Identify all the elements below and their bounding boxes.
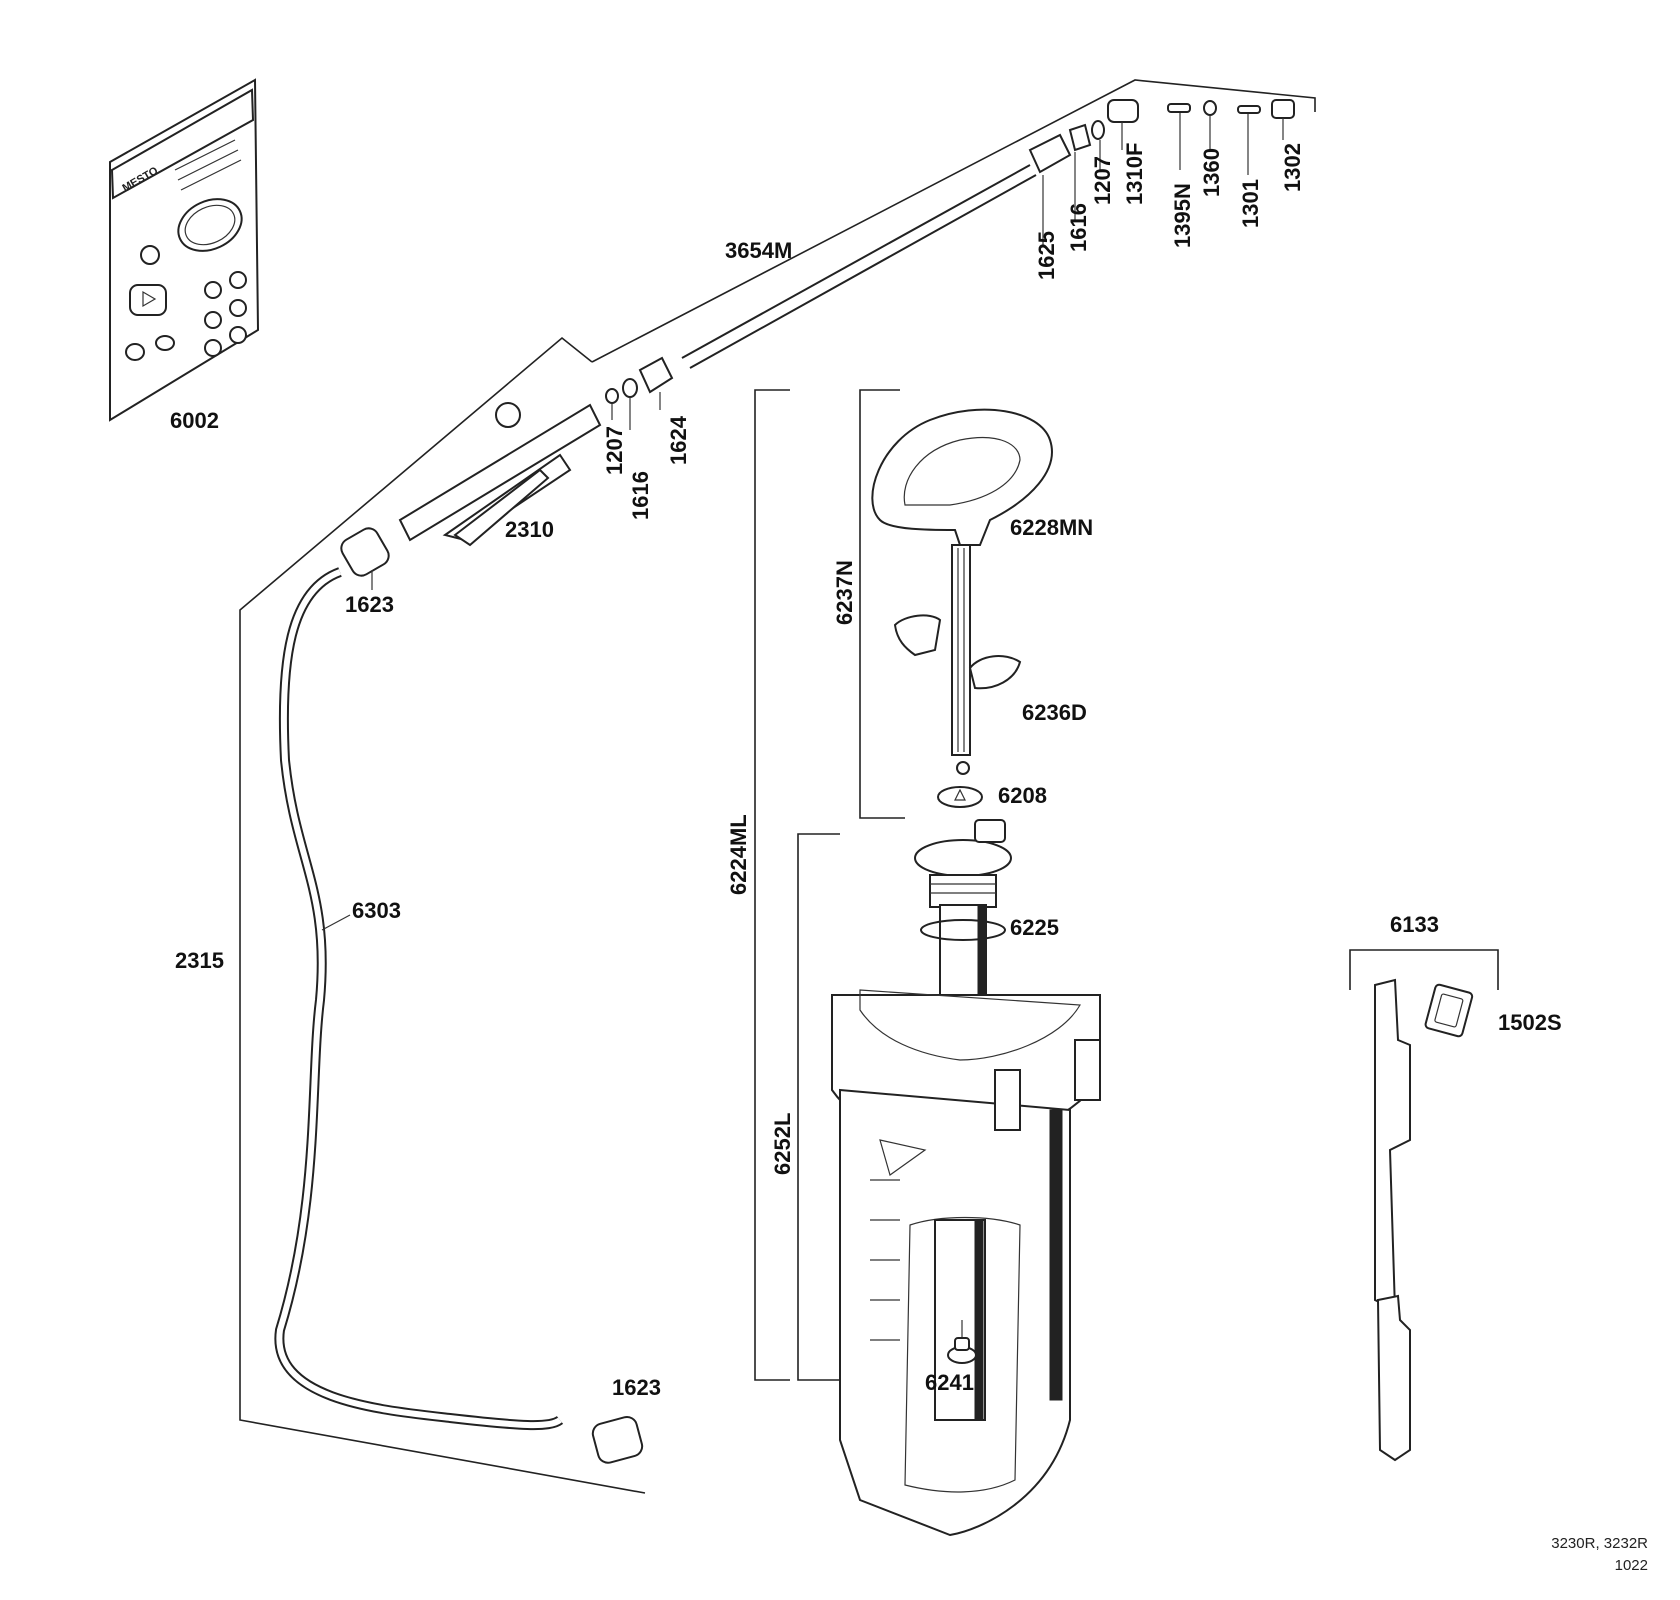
label-1395N: 1395N (1170, 183, 1195, 248)
revision-code: 1022 (1615, 1557, 1648, 1574)
label-1360: 1360 (1199, 148, 1224, 197)
label-6236D: 6236D (1022, 700, 1087, 725)
label-1616-top: 1616 (1066, 203, 1091, 252)
label-6228MN: 6228MN (1010, 515, 1093, 540)
label-1623-bottom: 1623 (612, 1375, 661, 1400)
model-reference: 3230R, 3232R (1551, 1535, 1648, 1552)
pump-assembly: 6224ML 6237N 6252L 6228MN 6236D 6208 622… (726, 389, 1101, 1537)
strap-assembly: 6133 1502S (1349, 912, 1562, 1462)
label-6303: 6303 (352, 898, 401, 923)
label-1616-gun: 1616 (628, 471, 653, 520)
label-6241: 6241 (925, 1370, 974, 1395)
label-2315: 2315 (175, 948, 224, 973)
label-1301: 1301 (1238, 179, 1263, 228)
label-6225: 6225 (1010, 915, 1059, 940)
label-1310F: 1310F (1122, 143, 1147, 205)
label-6237N: 6237N (832, 560, 857, 625)
spray-gun-and-hose: 2310 1623 6303 2315 1623 (175, 336, 661, 1494)
label-6133: 6133 (1390, 912, 1439, 937)
label-1625: 1625 (1034, 231, 1059, 280)
label-6208: 6208 (998, 783, 1047, 808)
label-3654M: 3654M (725, 238, 792, 263)
label-2310: 2310 (505, 517, 554, 542)
label-1624: 1624 (666, 415, 691, 465)
label-1623-top: 1623 (345, 592, 394, 617)
label-1207-gun: 1207 (602, 426, 627, 475)
label-1502S: 1502S (1498, 1010, 1562, 1035)
label-1302: 1302 (1280, 143, 1305, 192)
spare-parts-card: MESTO 6002 (109, 78, 260, 433)
label-6224ML: 6224ML (726, 814, 751, 895)
label-6252L: 6252L (770, 1113, 795, 1175)
label-6002: 6002 (170, 408, 219, 433)
lance-assembly: 3654M 1625 1616 1207 1310F 1395N 1360 13… (591, 79, 1316, 520)
label-1207-top: 1207 (1090, 156, 1115, 205)
